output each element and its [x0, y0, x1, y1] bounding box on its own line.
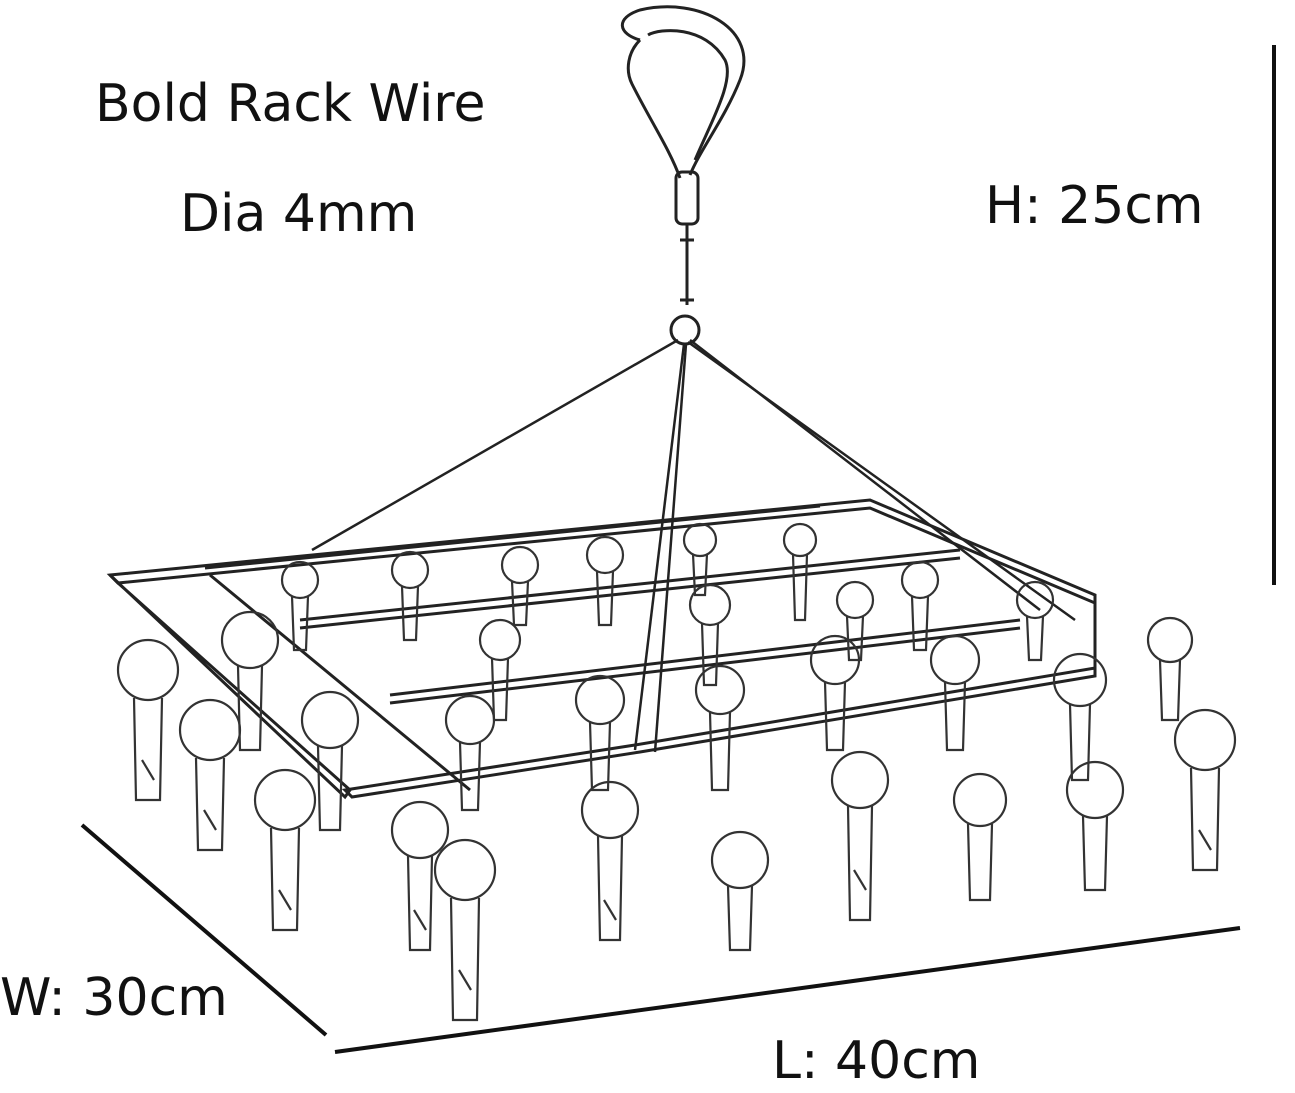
length-dimension-line [334, 926, 1241, 1054]
width-dimension-line [80, 823, 328, 1037]
clothes-pegs [116, 522, 1237, 1022]
width-dimension-label: W: 30cm [0, 968, 228, 1028]
rack-frame [106, 498, 1097, 800]
hanging-hook [620, 5, 746, 346]
height-dimension-label: H: 25cm [985, 176, 1204, 236]
wire-title-label: Bold Rack Wire [95, 74, 486, 134]
wire-diameter-label: Dia 4mm [180, 184, 418, 244]
suspension-wires [311, 338, 1076, 753]
length-dimension-label: L: 40cm [772, 1031, 981, 1091]
